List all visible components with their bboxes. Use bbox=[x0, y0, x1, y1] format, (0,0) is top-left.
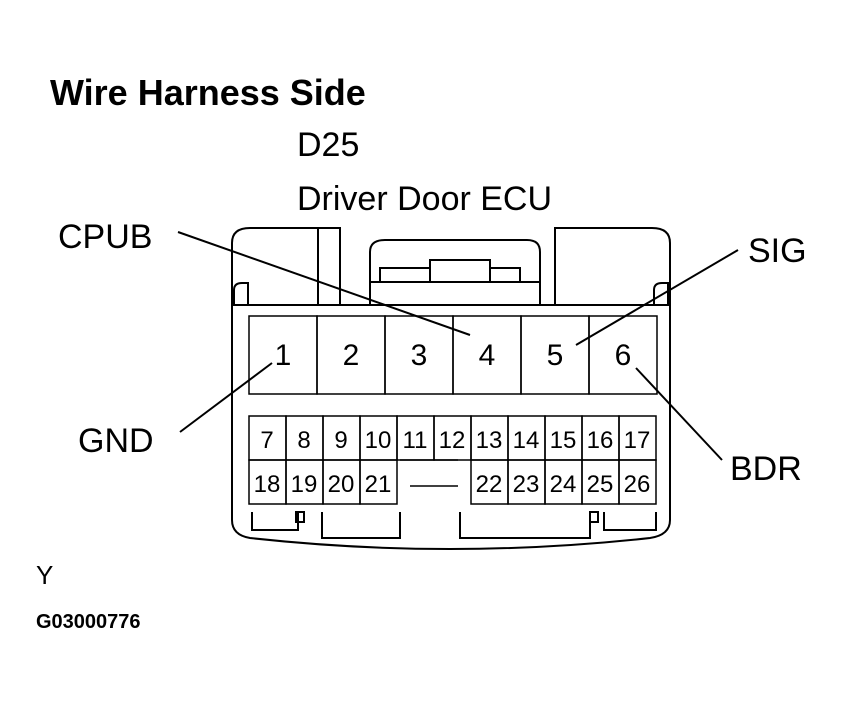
terminal-18: 18 bbox=[254, 471, 281, 498]
terminal-6: 6 bbox=[615, 339, 632, 372]
terminal-cell-6 bbox=[588, 315, 658, 395]
terminal-17: 17 bbox=[624, 427, 651, 454]
terminal-7: 7 bbox=[260, 427, 273, 454]
terminal-cell-21 bbox=[359, 459, 398, 505]
bottom-row-cells bbox=[248, 459, 657, 505]
terminal-16: 16 bbox=[587, 427, 614, 454]
terminal-13: 13 bbox=[476, 427, 503, 454]
figure-id: G03000776 bbox=[36, 611, 141, 633]
label-sig: SIG bbox=[748, 232, 807, 270]
terminal-10: 10 bbox=[365, 427, 392, 454]
leader-bdr bbox=[635, 367, 723, 461]
leader-gnd bbox=[179, 362, 273, 433]
terminal-24: 24 bbox=[550, 471, 577, 498]
connector-code: D25 bbox=[297, 126, 359, 164]
terminal-8: 8 bbox=[297, 427, 310, 454]
label-cpub: CPUB bbox=[58, 218, 152, 256]
terminal-22: 22 bbox=[476, 471, 503, 498]
connector-name: Driver Door ECU bbox=[297, 180, 552, 218]
label-gnd: GND bbox=[78, 422, 154, 460]
terminal-23: 23 bbox=[513, 471, 540, 498]
terminal-11: 11 bbox=[403, 427, 428, 454]
terminal-14: 14 bbox=[513, 427, 540, 454]
leader-sig bbox=[575, 249, 739, 346]
leader-cpub bbox=[177, 231, 471, 336]
terminal-4: 4 bbox=[479, 339, 496, 372]
label-bdr: BDR bbox=[730, 450, 802, 488]
terminal-25: 25 bbox=[587, 471, 614, 498]
terminal-15: 15 bbox=[550, 427, 577, 454]
diagram-title: Wire Harness Side bbox=[50, 72, 366, 113]
leader-lines bbox=[177, 231, 739, 461]
terminal-20: 20 bbox=[328, 471, 355, 498]
terminal-26: 26 bbox=[624, 471, 651, 498]
terminal-3: 3 bbox=[411, 339, 428, 372]
terminal-19: 19 bbox=[291, 471, 318, 498]
terminal-21: 21 bbox=[365, 471, 392, 498]
terminal-12: 12 bbox=[439, 427, 466, 454]
wire-color-code: Y bbox=[36, 560, 53, 590]
terminal-cell-26 bbox=[618, 459, 657, 505]
terminal-2: 2 bbox=[343, 339, 360, 372]
connector-body bbox=[231, 227, 671, 550]
terminal-1: 1 bbox=[275, 339, 292, 372]
terminal-5: 5 bbox=[547, 339, 564, 372]
terminal-9: 9 bbox=[334, 427, 347, 454]
top-row-cells bbox=[248, 315, 658, 395]
